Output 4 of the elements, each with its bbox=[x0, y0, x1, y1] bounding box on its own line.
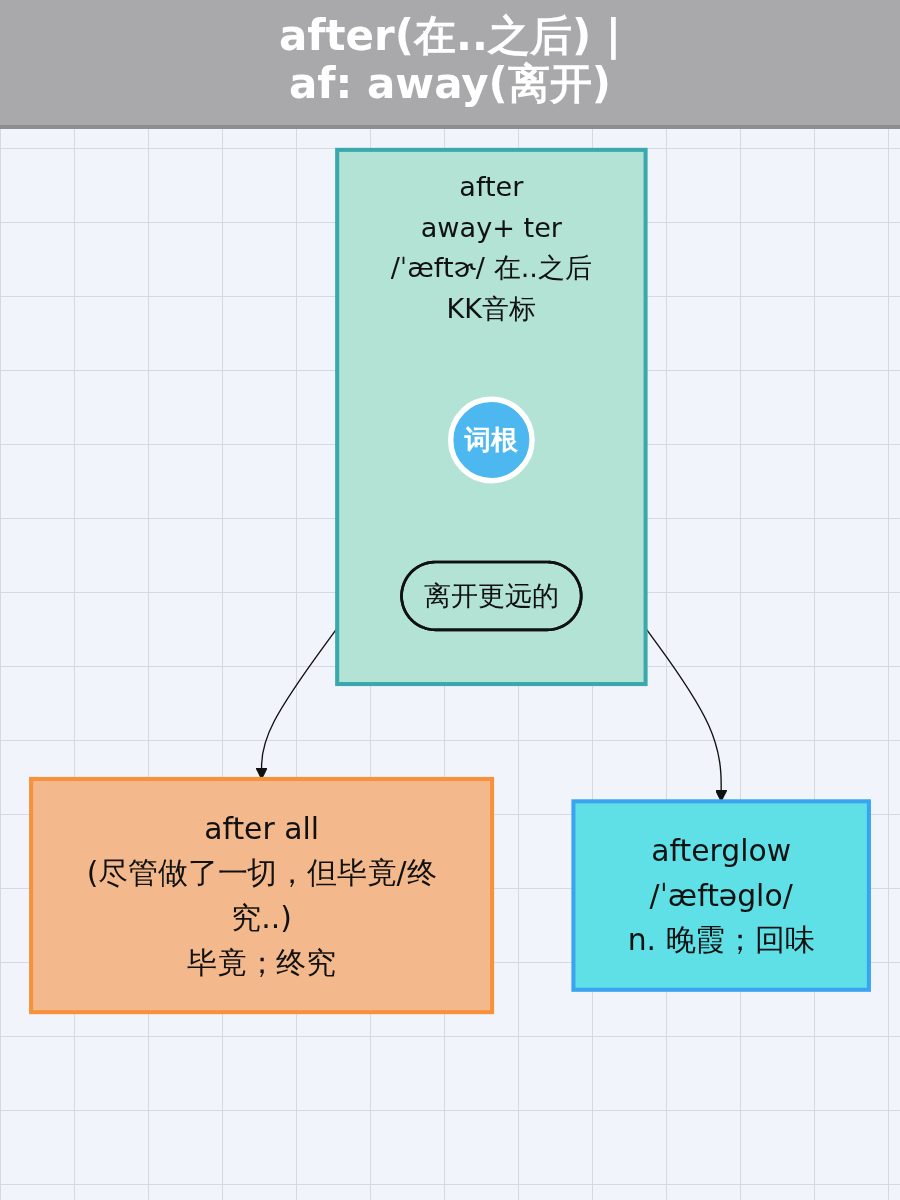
title: after(在..之后) | af: away(离开) bbox=[0, 0, 900, 129]
node-box: afterglow /ˈæftəglo/ n. 晚霞；回味 bbox=[571, 798, 871, 992]
node-circle: 词根 bbox=[448, 396, 535, 483]
node-box: after all (尽管做了一切，但毕竟/终究..) 毕竟；终究 bbox=[29, 776, 495, 1014]
